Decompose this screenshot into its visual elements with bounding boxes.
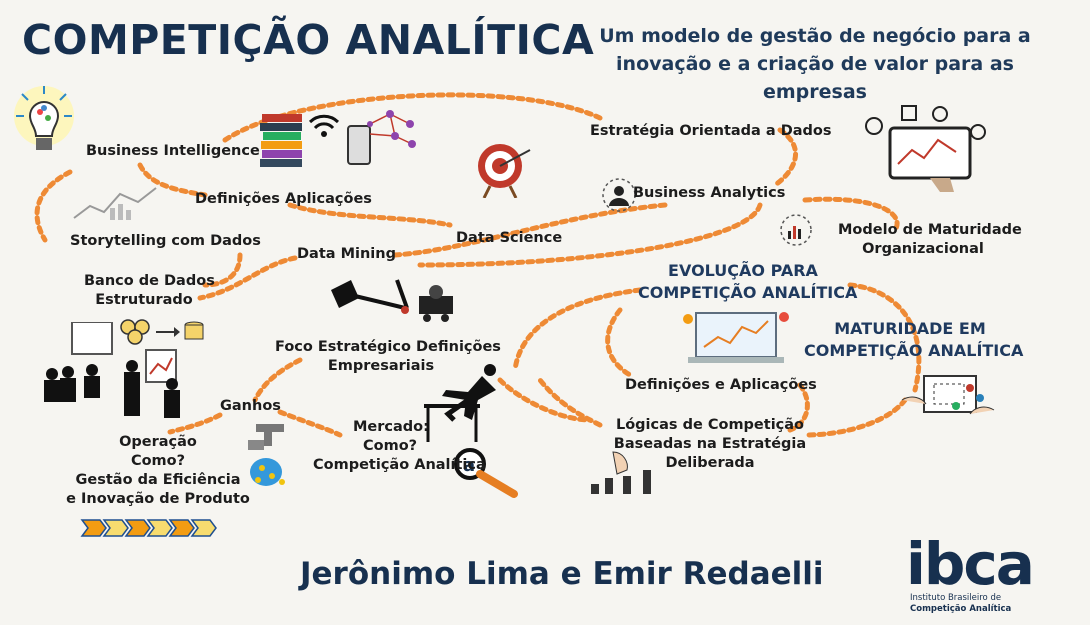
storytelling-chart-icon — [70, 182, 160, 224]
node-logicas: Lógicas de Competição Baseadas na Estrat… — [612, 416, 808, 473]
node-data-mining: Data Mining — [297, 245, 396, 264]
chart-badge-icon — [776, 213, 816, 247]
lightbulb-icon — [10, 82, 78, 164]
node-banco-dados: Banco de Dados Estruturado — [84, 272, 204, 310]
puzzle-hands-icon — [900, 370, 996, 424]
page-subtitle: Um modelo de gestão de negócio para a in… — [565, 22, 1065, 106]
process-arrows-icon — [80, 518, 222, 538]
ibca-logo: ibca Instituto Brasileiro de Competição … — [900, 522, 1054, 618]
node-business-analytics: Business Analytics — [633, 184, 785, 203]
node-operacao: Operação Como? Gestão da Eficiência e In… — [66, 433, 250, 509]
node-business-intelligence: Business Intelligence — [86, 142, 260, 161]
node-maturidade-competicao: MATURIDADE EM COMPETIÇÃO ANALÍTICA — [804, 318, 1016, 362]
link-maturidade-logicas — [805, 400, 905, 435]
node-definicoes-aplicacoes-top: Definições Aplicações — [195, 190, 372, 209]
target-icon — [470, 140, 540, 198]
node-data-science: Data Science — [456, 229, 562, 248]
link-evolucao-definicoes — [608, 310, 630, 375]
link-evolucao-left — [515, 290, 640, 370]
link-storytelling — [37, 172, 70, 240]
books-icon — [258, 110, 306, 172]
node-storytelling: Storytelling com Dados — [70, 232, 261, 251]
node-foco-estrategico: Foco Estratégico Definições Empresariais — [275, 338, 487, 376]
node-estrategia-dados: Estratégia Orientada a Dados — [590, 122, 832, 141]
node-modelo-maturidade: Modelo de Maturidade Organizacional — [838, 221, 1008, 259]
laptop-analytics-icon — [678, 305, 794, 369]
ibca-logo-mark: ibca Instituto Brasileiro de Competição … — [900, 522, 1054, 618]
node-evolucao: EVOLUÇÃO PARA COMPETIÇÃO ANALÍTICA — [638, 260, 848, 304]
ibca-logo-line2: Competição Analítica — [910, 604, 1012, 614]
node-ganhos: Ganhos — [220, 397, 281, 416]
ibca-logo-text: ibca — [906, 530, 1033, 598]
phone-network-icon — [340, 104, 420, 174]
ibca-logo-line1: Instituto Brasileiro de — [910, 593, 1001, 603]
meeting-people-icon — [32, 322, 192, 422]
node-definicoes-aplicacoes: Definições e Aplicações — [625, 376, 817, 395]
node-mercado: Mercado: Como? Competição Analítica — [313, 418, 473, 475]
authors: Jerônimo Lima e Emir Redaelli — [300, 556, 824, 592]
page-title: COMPETIÇÃO ANALÍTICA — [22, 16, 594, 64]
wifi-icon — [306, 110, 342, 140]
mining-icon — [325, 276, 460, 326]
dashboard-tablet-icon — [860, 102, 990, 194]
